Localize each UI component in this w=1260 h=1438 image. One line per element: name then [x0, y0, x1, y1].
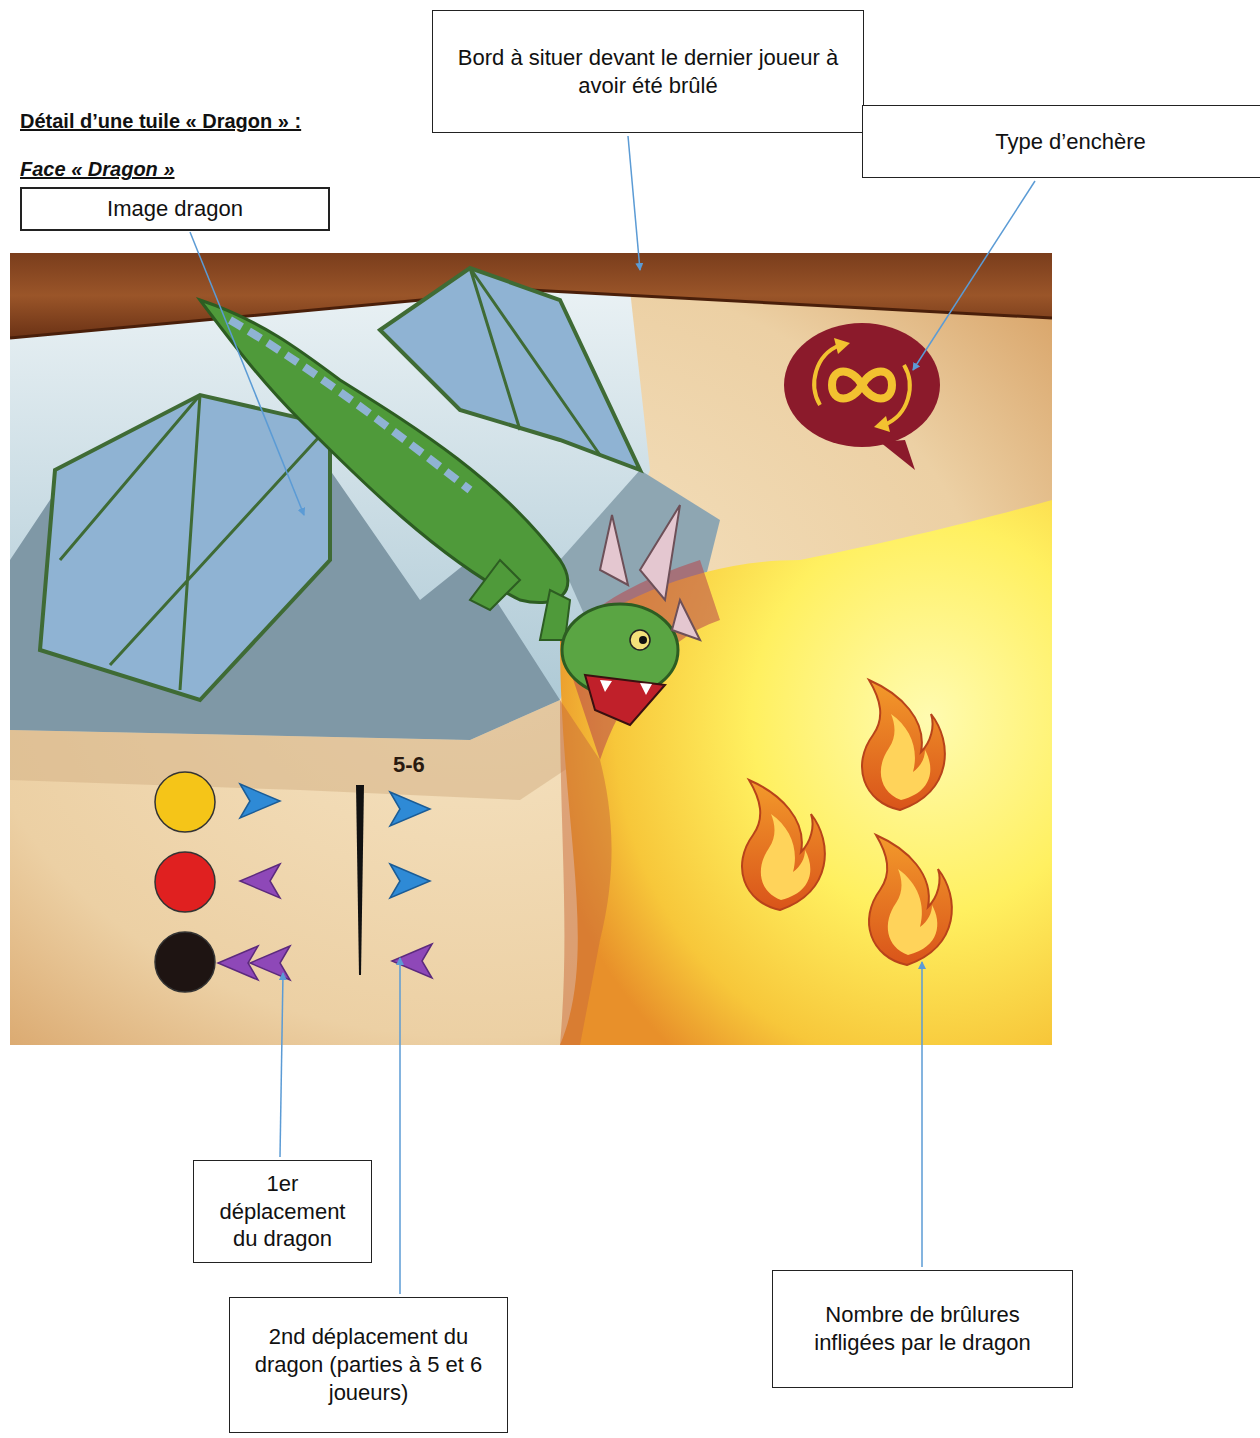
callout-text: Type d’enchère [995, 128, 1145, 156]
callout-box: Image dragon [20, 187, 330, 231]
callout-box: 1er déplacement du dragon [193, 1160, 372, 1263]
player-count: 5-6 [393, 752, 425, 778]
callout-box: Type d’enchère [862, 105, 1260, 178]
callout-box: Bord à situer devant le dernier joueur à… [432, 10, 864, 133]
callout-text: Image dragon [107, 195, 243, 223]
callout-text: 1er déplacement du dragon [206, 1170, 359, 1254]
callout-text: Nombre de brûlures infligées par le drag… [785, 1301, 1060, 1357]
face-label: Face « Dragon » [20, 158, 175, 181]
heading: Détail d’une tuile « Dragon » : [20, 110, 301, 133]
callout-box: 2nd déplacement du dragon (parties à 5 e… [229, 1297, 508, 1433]
callout-text: Bord à situer devant le dernier joueur à… [445, 44, 851, 100]
callout-text: 2nd déplacement du dragon (parties à 5 e… [242, 1323, 495, 1407]
callout-box: Nombre de brûlures infligées par le drag… [772, 1270, 1073, 1388]
